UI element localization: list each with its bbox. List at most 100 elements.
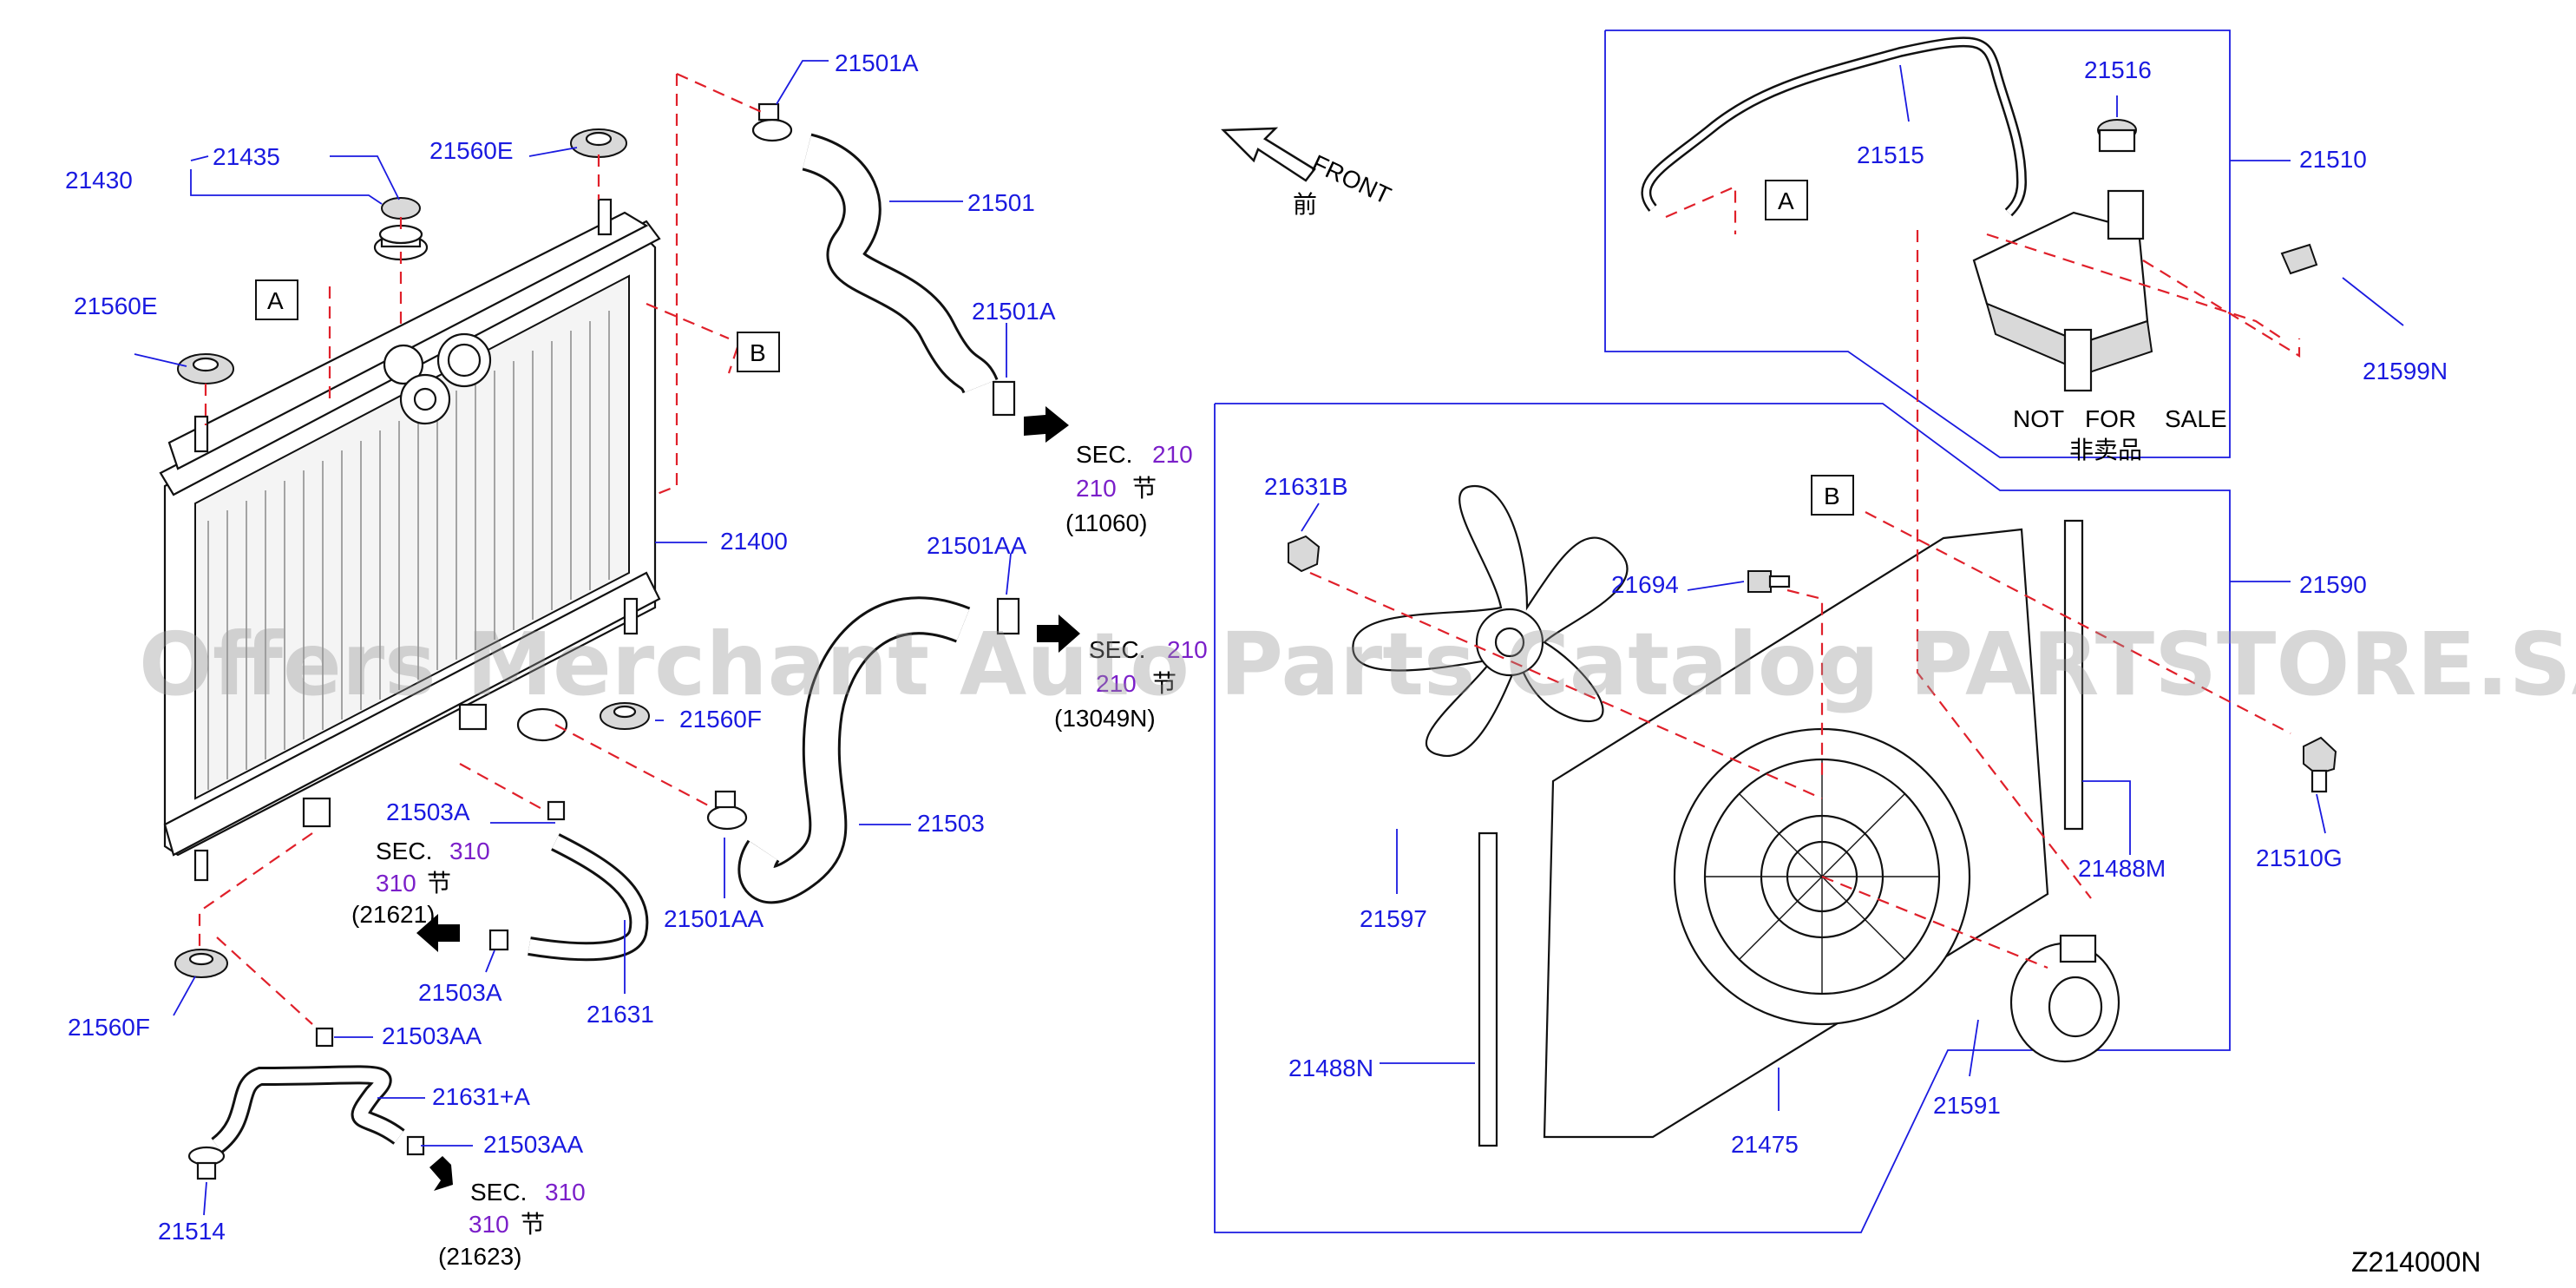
label-21516[interactable]: 21516 [2084, 56, 2152, 83]
seal-21435[interactable] [381, 197, 421, 220]
label-21430[interactable]: 21430 [65, 167, 133, 194]
mount-rubber-21560F-left[interactable] [174, 949, 228, 978]
label-21694[interactable]: 21694 [1611, 571, 1679, 598]
seal-21488M[interactable] [2063, 519, 2084, 831]
reservoir-cap-21516[interactable] [2097, 119, 2137, 153]
label-21590[interactable]: 21590 [2299, 571, 2367, 598]
mount-rubber-21560E-top[interactable] [570, 128, 627, 158]
label-21631A[interactable]: 21631+A [432, 1083, 530, 1110]
svg-text:210: 210 [1096, 670, 1137, 697]
clamp-21501A-top[interactable] [751, 102, 793, 142]
label-21515[interactable]: 21515 [1857, 141, 1924, 168]
svg-text:SEC.: SEC. [1089, 636, 1145, 663]
label-21501AA-top[interactable]: 21501AA [927, 532, 1027, 559]
box-letter-b2: B [1811, 475, 1854, 516]
svg-text:B: B [1824, 483, 1840, 509]
reservoir-hose-21515[interactable] [1641, 36, 2028, 217]
svg-text:210: 210 [1076, 475, 1117, 502]
clamp-21501A-mid[interactable] [992, 380, 1016, 417]
reservoir-tank-21510[interactable] [1972, 189, 2153, 392]
label-21501[interactable]: 21501 [967, 189, 1035, 216]
svg-text:310: 310 [469, 1211, 509, 1238]
not-for-sale-cn: 非卖品 [2069, 437, 2142, 463]
fan-blade-21597[interactable] [1352, 484, 1629, 758]
label-21435[interactable]: 21435 [213, 143, 280, 170]
label-21503AA-top[interactable]: 21503AA [382, 1022, 482, 1049]
label-21488M[interactable]: 21488M [2078, 855, 2166, 882]
clamp-21503A-bot[interactable] [488, 929, 509, 951]
label-21597[interactable]: 21597 [1360, 905, 1427, 932]
clamp-21503AA-top[interactable] [315, 1027, 334, 1048]
mount-rubber-21560E-left[interactable] [177, 353, 234, 384]
section-ref-13049N[interactable]: SEC. 210 210 节 (13049N) [1054, 636, 1208, 732]
not-for-sale-word-3: SALE [2165, 405, 2227, 432]
box-letter-a1: A [255, 279, 298, 320]
seal-21488N[interactable] [1478, 831, 1498, 1147]
label-21631B[interactable]: 21631B [1264, 473, 1348, 500]
not-for-sale-note: NOT FOR SALE 非卖品 [2013, 405, 2227, 463]
svg-text:SEC.: SEC. [1076, 441, 1132, 468]
clip-21510G[interactable] [2303, 736, 2337, 793]
mount-rubber-21560F-mid[interactable] [600, 702, 650, 730]
section-ref-11060[interactable]: SEC. 210 210 节 (11060) [1065, 441, 1193, 536]
front-label: FRONT [1308, 149, 1395, 209]
label-21560F-mid[interactable]: 21560F [679, 706, 762, 733]
svg-text:310: 310 [449, 838, 490, 864]
svg-text:(13049N): (13049N) [1054, 705, 1156, 732]
dashed-leaders [198, 72, 2301, 1025]
section-ref-21623[interactable]: SEC. 310 310 节 (21623) [438, 1179, 586, 1270]
arrow-sec-13049N [1037, 614, 1080, 653]
svg-text:(21621): (21621) [351, 901, 436, 928]
section-ref-21621[interactable]: SEC. 310 310 节 (21621) [351, 838, 490, 928]
svg-text:节: 节 [427, 870, 451, 897]
label-21503A-top[interactable]: 21503A [386, 798, 470, 825]
svg-text:210: 210 [1167, 636, 1208, 663]
clamp-21501AA-bot[interactable] [706, 790, 748, 831]
svg-text:节: 节 [1152, 670, 1177, 697]
clamp-21501AA-top[interactable] [996, 597, 1020, 635]
bolt-21694[interactable] [1747, 570, 1791, 593]
upper-hose-21501[interactable] [801, 133, 999, 395]
label-21488N[interactable]: 21488N [1288, 1055, 1373, 1081]
box-letter-b1: B [737, 332, 780, 372]
svg-text:节: 节 [521, 1211, 545, 1238]
radiator-21400[interactable] [159, 198, 661, 882]
fan-motor-21591[interactable] [2009, 934, 2120, 1063]
label-21510[interactable]: 21510 [2299, 146, 2367, 173]
nut-21631B[interactable] [1288, 535, 1321, 573]
arrow-sec-21623 [429, 1156, 453, 1191]
arrow-sec-21621 [416, 914, 460, 952]
svg-text:A: A [267, 287, 284, 314]
label-21560E-left[interactable]: 21560E [74, 292, 158, 319]
label-21591[interactable]: 21591 [1933, 1092, 2001, 1119]
label-21514[interactable]: 21514 [158, 1218, 226, 1245]
label-21501A-top[interactable]: 21501A [835, 49, 919, 76]
diagram-code: Z214000N [2351, 1246, 2481, 1278]
label-21503AA-bot[interactable]: 21503AA [483, 1131, 584, 1158]
label-21503A-bot[interactable]: 21503A [418, 979, 502, 1006]
label-21475[interactable]: 21475 [1731, 1131, 1799, 1158]
label-21560E-top[interactable]: 21560E [429, 137, 514, 164]
lower-hose-21503[interactable] [737, 596, 971, 904]
label-21501AA-bot[interactable]: 21501AA [664, 905, 764, 932]
hose-21631A[interactable] [210, 1065, 405, 1153]
svg-text:B: B [750, 339, 766, 366]
svg-text:节: 节 [1132, 475, 1157, 502]
label-21560F-left[interactable]: 21560F [68, 1014, 150, 1041]
hose-21631[interactable] [528, 833, 649, 962]
clamp-21514[interactable] [187, 1146, 226, 1180]
label-21510G[interactable]: 21510G [2256, 844, 2343, 871]
arrow-sec-11060 [1024, 406, 1069, 443]
clamp-21503A-top[interactable] [547, 800, 566, 821]
label-21400[interactable]: 21400 [720, 528, 788, 555]
label-21599N[interactable]: 21599N [2363, 358, 2448, 384]
label-21501A-mid[interactable]: 21501A [972, 298, 1056, 325]
watermark: Offers Merchant Auto Parts Catalog PARTS… [139, 614, 2576, 715]
label-21503[interactable]: 21503 [917, 810, 985, 837]
label-21599N[interactable] [2280, 243, 2318, 275]
radiator-cap-21430[interactable] [373, 224, 429, 261]
leader-lines [134, 60, 2404, 1216]
box-letter-a2: A [1765, 180, 1808, 220]
label-21631[interactable]: 21631 [587, 1001, 654, 1028]
